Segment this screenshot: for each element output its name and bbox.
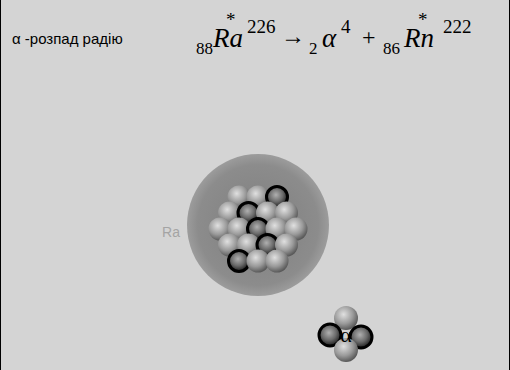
equation-term: α: [322, 25, 336, 52]
frame-edge: [509, 0, 510, 370]
equation-term: 86: [383, 40, 400, 57]
equation-term: →: [281, 24, 305, 48]
node-shape: [155, 150, 335, 302]
equation-term: *: [226, 10, 236, 29]
equation-term: 222: [443, 17, 472, 36]
equation-term: Ra: [213, 25, 243, 52]
title: α -розпад радію: [12, 30, 123, 47]
alpha-particle: α: [316, 304, 376, 364]
equation-term: Rn: [404, 25, 434, 52]
frame-edge: [0, 0, 1, 370]
radium-atom: Ra: [155, 150, 335, 302]
equation-term: 226: [247, 17, 276, 36]
particle-symbol: α: [340, 322, 352, 348]
equation-term: 4: [341, 17, 351, 36]
equation-term: 2: [309, 40, 318, 57]
equation-term: +: [362, 25, 376, 49]
equation-term: *: [418, 10, 428, 29]
nucleon: [229, 251, 250, 272]
equation-term: 88: [196, 40, 213, 57]
element-label: Ra: [162, 224, 180, 240]
nucleon: [266, 250, 289, 273]
atom-shell: [187, 154, 329, 296]
